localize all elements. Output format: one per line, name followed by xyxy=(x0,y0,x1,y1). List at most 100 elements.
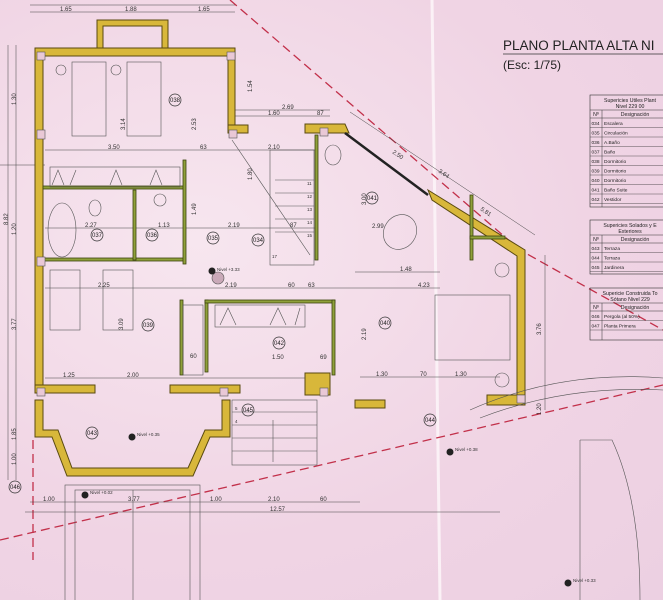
svg-text:4: 4 xyxy=(235,419,238,424)
top-projection-wall xyxy=(96,19,169,49)
row-number: 044 xyxy=(592,256,600,262)
stair-034 xyxy=(231,139,315,266)
row-number: 037 xyxy=(592,150,600,156)
terrace-043-wall xyxy=(34,399,231,477)
svg-text:2.53: 2.53 xyxy=(192,118,198,130)
row-number: 045 xyxy=(592,265,600,271)
svg-text:60: 60 xyxy=(190,354,197,360)
svg-text:1.60: 1.60 xyxy=(268,111,280,117)
svg-text:034: 034 xyxy=(253,238,264,244)
exterior-stair xyxy=(579,439,641,600)
svg-text:63: 63 xyxy=(308,283,315,289)
svg-text:1.65: 1.65 xyxy=(198,7,210,13)
row-number: 043 xyxy=(592,246,600,252)
level-marker: Nivel +0.38 xyxy=(446,447,478,456)
room-label-035: 035 xyxy=(206,231,220,245)
svg-text:1.13: 1.13 xyxy=(158,223,170,229)
svg-text:2.99: 2.99 xyxy=(372,224,384,230)
table-solados-exteriores: Supericies Solados y E Exteriores Nº Des… xyxy=(589,219,663,275)
room-label-039: 039 xyxy=(141,318,155,332)
dimension-lines xyxy=(0,4,546,513)
row-designation: Escalera xyxy=(604,121,623,127)
level-marker: Nivel +0.33 xyxy=(564,578,596,587)
room-label-046: 046 xyxy=(8,480,22,494)
room-label-044: 044 xyxy=(423,413,437,427)
svg-text:Nivel +0.02: Nivel +0.02 xyxy=(90,490,113,495)
svg-text:12.57: 12.57 xyxy=(270,507,286,513)
svg-text:1.80: 1.80 xyxy=(248,168,254,180)
svg-text:1.30: 1.30 xyxy=(376,372,388,378)
vertical-dimension-labels: 1.30 8.82 1.20 3.77 1.85 1.00 3.14 2.53 … xyxy=(4,80,543,465)
svg-text:2.19: 2.19 xyxy=(362,328,368,340)
svg-text:1.20: 1.20 xyxy=(12,223,18,235)
svg-text:035: 035 xyxy=(208,236,219,242)
row-designation: A.Baño xyxy=(604,140,620,146)
row-designation: Dormitorio xyxy=(604,178,626,184)
svg-text:036: 036 xyxy=(147,233,158,239)
svg-text:2.19: 2.19 xyxy=(228,223,240,229)
svg-text:Designación: Designación xyxy=(621,237,650,243)
svg-text:14: 14 xyxy=(307,220,313,225)
svg-text:11: 11 xyxy=(307,181,312,186)
furniture xyxy=(47,61,511,388)
svg-text:15: 15 xyxy=(307,233,313,238)
table-row: 034 Escalera xyxy=(590,121,663,128)
svg-text:1.25: 1.25 xyxy=(63,373,75,379)
svg-text:Designación: Designación xyxy=(621,112,650,118)
svg-text:3.09: 3.09 xyxy=(119,318,125,330)
svg-text:1.00: 1.00 xyxy=(43,497,55,503)
svg-text:8.82: 8.82 xyxy=(4,213,10,225)
pergola-046 xyxy=(64,484,201,600)
row-number: 042 xyxy=(592,197,600,203)
row-designation: Dormitorio xyxy=(604,169,626,175)
svg-text:63: 63 xyxy=(200,145,207,151)
svg-text:12: 12 xyxy=(307,194,313,199)
svg-text:2.10: 2.10 xyxy=(268,145,280,151)
svg-text:Nº: Nº xyxy=(593,305,599,311)
plan-scale: (Esc: 1/75) xyxy=(503,58,561,72)
svg-text:Nº: Nº xyxy=(593,237,599,243)
svg-text:Nivel +0.33: Nivel +0.33 xyxy=(573,578,596,583)
level-markers: Nivel +3.33 Nivel +0.35 Nivel +0.02 Nive… xyxy=(81,267,596,587)
svg-text:Nivel 229 00: Nivel 229 00 xyxy=(616,104,645,110)
svg-text:Supericie Construida To: Supericie Construida To xyxy=(603,291,658,297)
room-labels: 034 035 036 037 038 039 040 041 042 043 … xyxy=(8,93,437,494)
property-line-lower xyxy=(0,384,663,541)
svg-text:3.76: 3.76 xyxy=(537,323,543,335)
svg-text:1.65: 1.65 xyxy=(60,7,72,13)
columns xyxy=(36,51,526,404)
svg-text:2.27: 2.27 xyxy=(85,223,97,229)
row-number: 034 xyxy=(592,121,600,127)
table-row: 037 Baño xyxy=(590,150,663,157)
svg-text:037: 037 xyxy=(92,233,103,239)
svg-text:045: 045 xyxy=(243,408,254,414)
room-label-043: 043 xyxy=(85,426,99,440)
level-marker: Nivel +0.35 xyxy=(128,432,160,441)
svg-text:13: 13 xyxy=(307,207,313,212)
svg-text:Nivel +3.33: Nivel +3.33 xyxy=(217,267,240,272)
table-superficie-construida: Supericie Construida To Sótano Nivel 229… xyxy=(589,287,663,341)
room-label-034: 034 xyxy=(251,233,265,247)
svg-text:5.81: 5.81 xyxy=(479,207,493,219)
interior-walls xyxy=(42,134,506,376)
row-designation: Baño Suite xyxy=(604,188,628,194)
row-designation: Circulación xyxy=(604,131,628,137)
table-superficies-utiles: Supericies Utiles Plant Nivel 229 00 Nº … xyxy=(589,94,663,208)
row-number: 040 xyxy=(592,178,600,184)
svg-text:3.77: 3.77 xyxy=(12,318,18,330)
svg-text:Exteriores: Exteriores xyxy=(618,229,642,235)
room-label-036: 036 xyxy=(145,228,159,242)
row-number: 046 xyxy=(592,314,600,320)
svg-text:1.54: 1.54 xyxy=(248,80,254,92)
stair-045 xyxy=(231,399,318,466)
row-designation: Baño xyxy=(604,150,616,156)
svg-text:1.48: 1.48 xyxy=(400,267,412,273)
